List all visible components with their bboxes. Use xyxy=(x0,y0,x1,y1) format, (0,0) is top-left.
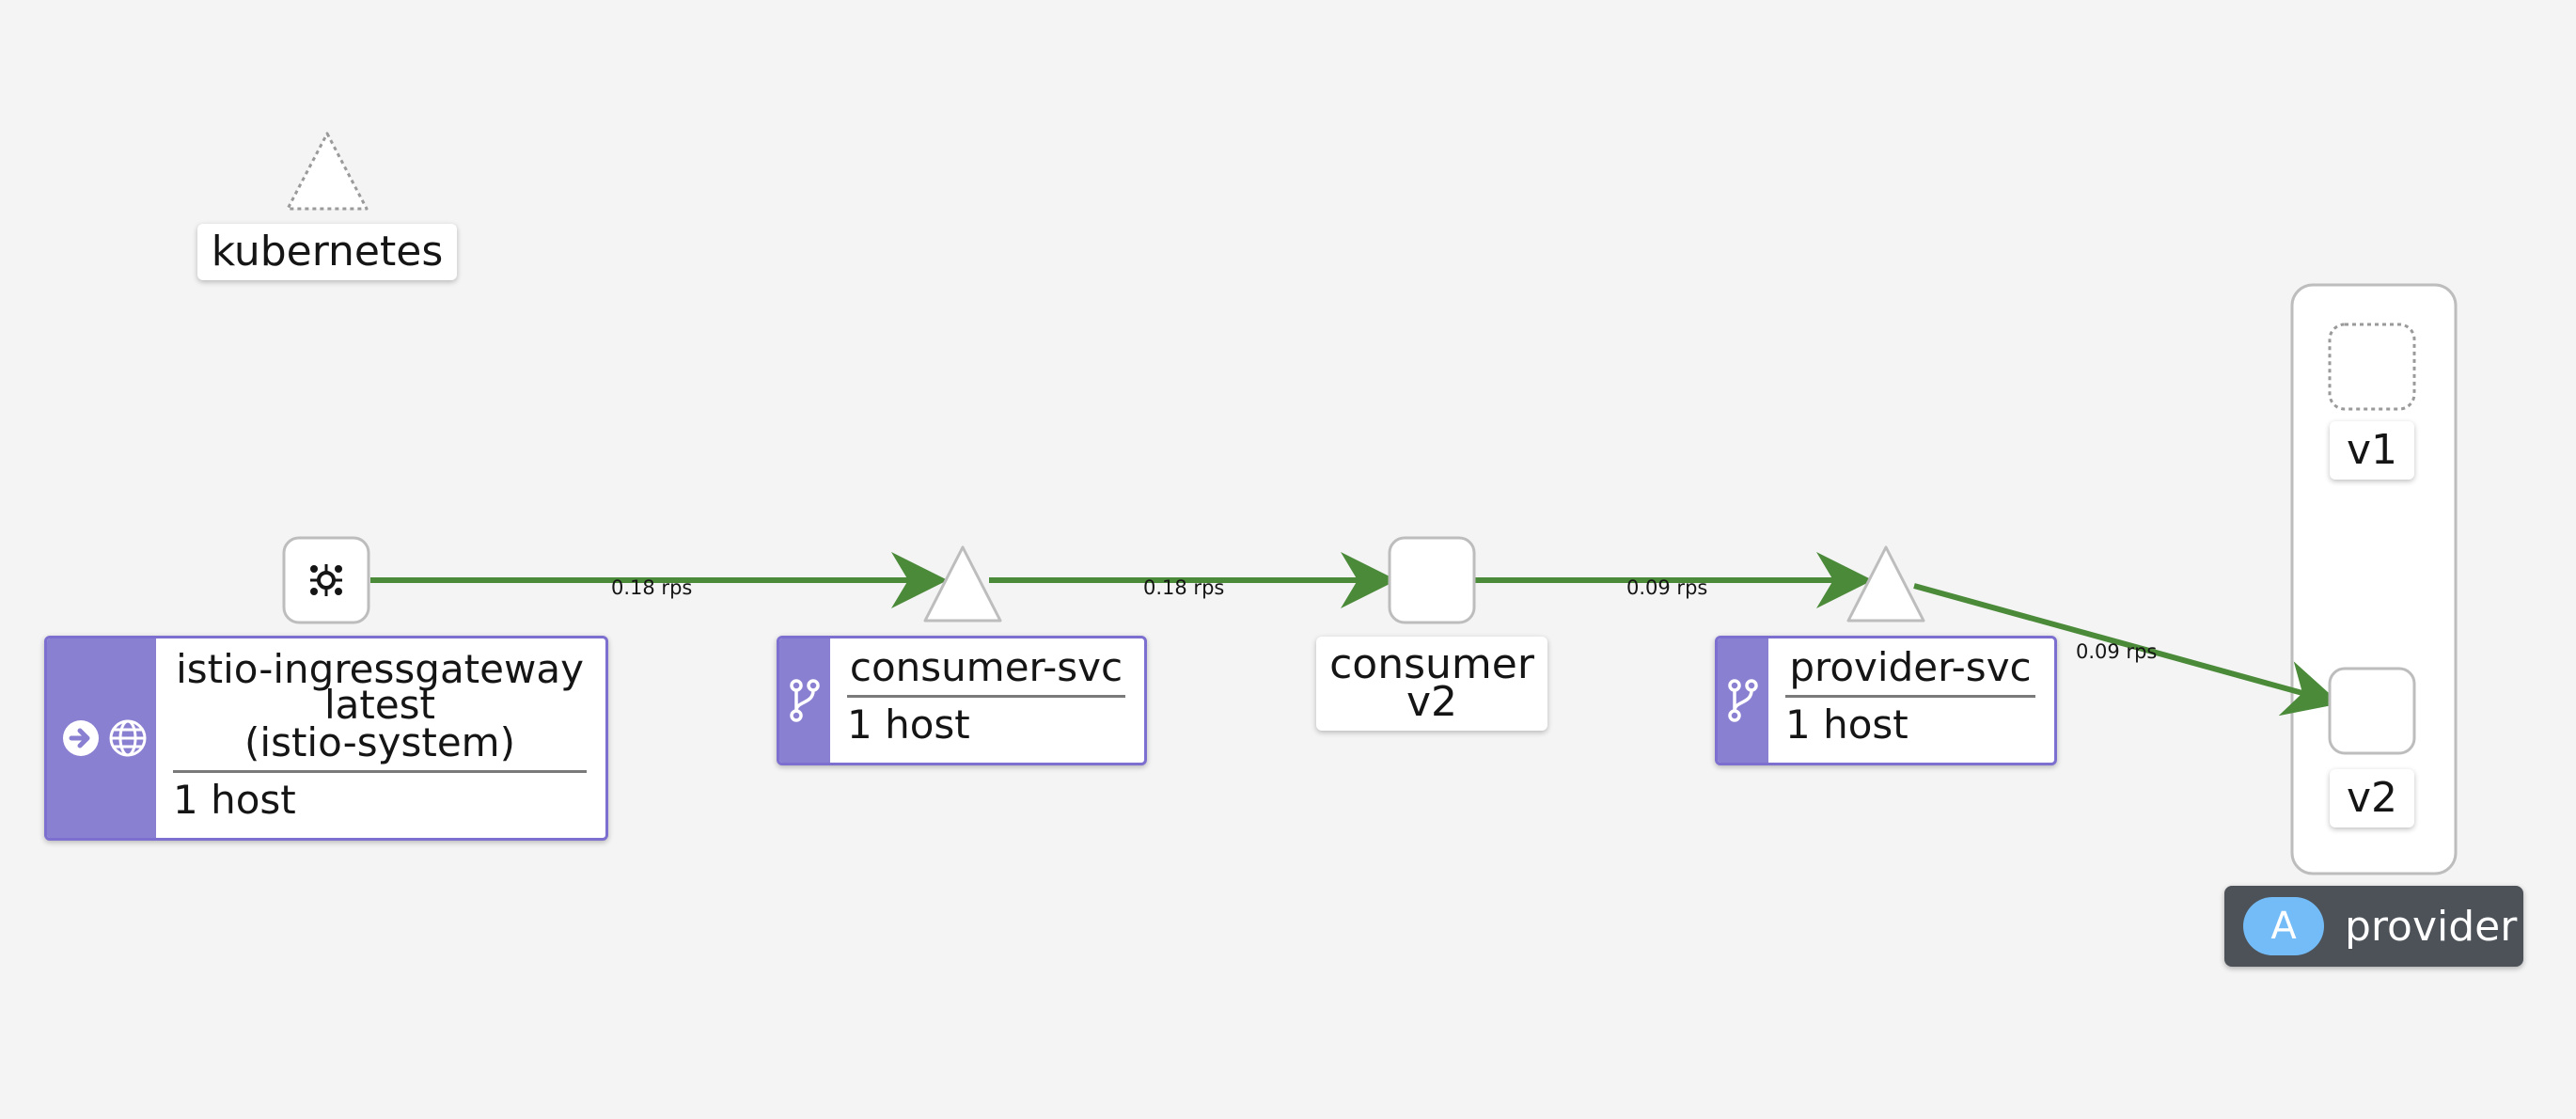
ingress-name-line3: (istio-system) xyxy=(244,719,515,765)
ingress-name-line2: latest xyxy=(323,682,436,728)
consumer-svc-hosts: 1 host xyxy=(847,701,970,748)
card-divider xyxy=(1785,695,2035,698)
ingress-gateway-node[interactable] xyxy=(282,536,370,624)
card-body: istio-ingressgateway latest (istio-syste… xyxy=(156,638,605,838)
kubernetes-label-text: kubernetes xyxy=(211,228,444,276)
card-accent-strip xyxy=(779,638,830,763)
provider-v2-node[interactable] xyxy=(2328,667,2416,755)
card-accent-strip xyxy=(47,638,156,838)
kubernetes-label: kubernetes xyxy=(197,224,457,280)
ingress-arrow-icon xyxy=(63,720,99,756)
card-body: provider-svc 1 host xyxy=(1768,638,2054,763)
service-branch-icon xyxy=(790,679,820,722)
ingress-hosts: 1 host xyxy=(173,777,296,823)
edge-label: 0.09 rps xyxy=(1626,576,1707,599)
gateway-icon xyxy=(310,564,342,596)
provider-v1-label-text: v1 xyxy=(2346,426,2398,474)
ingress-icons xyxy=(63,719,147,757)
consumer-label-line2: v2 xyxy=(1406,678,1458,726)
provider-svc-card[interactable]: provider-svc 1 host xyxy=(1715,636,2057,765)
consumer-workload-node[interactable] xyxy=(1388,536,1476,624)
globe-icon xyxy=(109,719,147,757)
provider-svc-name: provider-svc xyxy=(1789,644,2032,690)
ingress-gateway-card[interactable]: istio-ingressgateway latest (istio-syste… xyxy=(44,636,608,841)
provider-svc-node[interactable] xyxy=(1846,545,1925,623)
consumer-svc-node[interactable] xyxy=(923,545,1002,623)
card-divider xyxy=(847,695,1125,698)
edge-label: 0.09 rps xyxy=(2076,640,2157,663)
consumer-workload-label: consumer v2 xyxy=(1316,637,1547,731)
app-group-label[interactable]: A provider xyxy=(2224,886,2523,967)
edge-label: 0.18 rps xyxy=(1143,576,1224,599)
kubernetes-service-node[interactable] xyxy=(286,132,369,211)
card-body: consumer-svc 1 host xyxy=(830,638,1144,763)
ingress-name-line1: istio-ingressgateway xyxy=(176,646,584,692)
provider-v1-node[interactable] xyxy=(2328,323,2416,411)
card-divider xyxy=(173,770,587,773)
edge-label: 0.18 rps xyxy=(611,576,692,599)
edge-provider-svc-v2[interactable] xyxy=(1913,583,2341,717)
provider-svc-hosts: 1 host xyxy=(1785,701,1908,748)
provider-v1-label: v1 xyxy=(2330,421,2414,480)
service-branch-icon xyxy=(1728,679,1758,722)
consumer-label-line1: consumer xyxy=(1329,640,1534,688)
app-group-name: provider xyxy=(2345,902,2518,951)
provider-v2-label-text: v2 xyxy=(2346,774,2398,822)
provider-v2-label: v2 xyxy=(2330,769,2414,827)
consumer-svc-name: consumer-svc xyxy=(849,644,1123,690)
app-badge: A xyxy=(2243,897,2324,955)
card-accent-strip xyxy=(1718,638,1768,763)
consumer-svc-card[interactable]: consumer-svc 1 host xyxy=(777,636,1147,765)
